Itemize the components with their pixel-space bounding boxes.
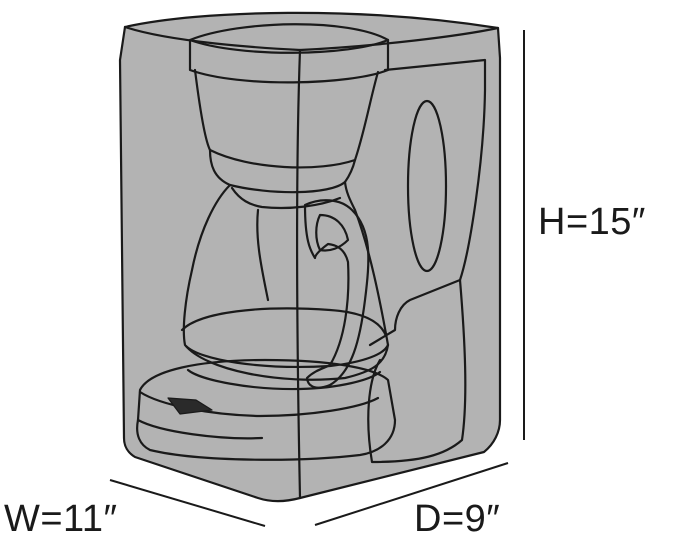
cover-seam bbox=[295, 48, 302, 500]
width-label: W=11″ bbox=[4, 498, 118, 540]
carafe bbox=[182, 180, 390, 381]
lid-rim bbox=[188, 38, 390, 54]
depth-label: D=9″ bbox=[414, 498, 501, 540]
brew-basket bbox=[193, 68, 380, 169]
base-top bbox=[138, 390, 380, 418]
base-front bbox=[136, 418, 264, 440]
width-dimension-line bbox=[109, 479, 266, 527]
cover-silhouette bbox=[118, 11, 502, 503]
carafe-ring bbox=[184, 343, 390, 368]
depth-dimension-line bbox=[314, 462, 509, 526]
hotplate-ring bbox=[186, 368, 382, 391]
control-display bbox=[167, 397, 213, 415]
carafe-level bbox=[180, 307, 388, 338]
basket-band bbox=[208, 148, 357, 194]
carafe-lid bbox=[230, 186, 342, 210]
tank-base bbox=[367, 278, 467, 464]
base bbox=[136, 358, 397, 461]
lid bbox=[188, 23, 390, 84]
handle-grip bbox=[315, 213, 350, 252]
water-window bbox=[406, 99, 448, 273]
carafe-inner-left bbox=[256, 208, 270, 302]
height-label: H=15″ bbox=[538, 201, 646, 243]
coffee-maker-tank bbox=[368, 58, 487, 347]
